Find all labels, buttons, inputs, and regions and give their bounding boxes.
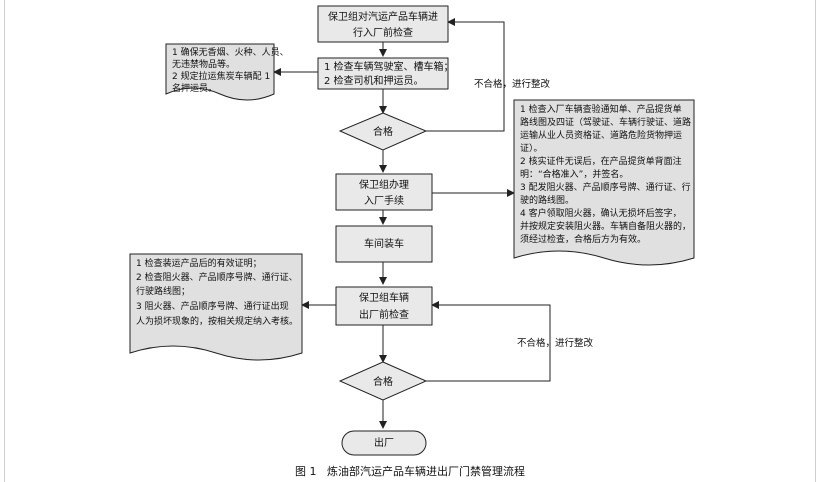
node-entry-inspection-line1: 保卫组对汽运产品车辆进	[328, 10, 438, 23]
node-workshop-loading-label: 车间装车	[364, 237, 404, 250]
figure-frame	[4, 0, 816, 482]
note-admission-line1: 1 检查入厂车辆查验通知单、产品提货单	[520, 103, 682, 115]
rectify-loop-2	[426, 301, 551, 382]
terminator-exit-label: 出厂	[374, 436, 394, 449]
note-exit-line4: 3 阻火器、产品顺序号牌、通行证出现	[136, 300, 289, 312]
note-admission-line2: 路线图及四证（驾驶证、车辆行驶证、道路	[520, 116, 691, 128]
note-exit-line1: 1 检查装运产品后的有效证明；	[136, 257, 262, 269]
terminator-exit: 出厂	[341, 430, 427, 456]
node-entry-inspection: 保卫组对汽运产品车辆进 行入厂前检查	[317, 5, 449, 43]
node-admission-line1: 保卫组办理	[359, 178, 409, 191]
decision-pass-2-label: 合格	[373, 375, 393, 388]
note-entry-line3: 2 规定拉运焦炭车辆配 1	[172, 70, 270, 82]
decision-pass-1-label: 合格	[373, 125, 393, 138]
figure-caption: 图 1 炼油部汽运产品车辆进出厂门禁管理流程	[295, 465, 525, 478]
node-check-cab-line1: 1 检查车辆驾驶室、槽车箱；	[324, 60, 454, 73]
node-check-cab-line2: 2 检查司机和押运员。	[324, 74, 424, 87]
note-entry-line1: 1 确保无香烟、火种、人员、	[172, 46, 289, 58]
node-workshop-loading: 车间装车	[335, 225, 433, 263]
note-admission-line11: 须经过检查，合格后方为有效。	[520, 233, 646, 245]
note-entry-line4: 名押运员。	[172, 82, 217, 94]
note-exit-line3: 行驶路线图；	[136, 285, 190, 297]
note-admission-line4: 证）。	[520, 143, 543, 154]
node-check-cab: 1 检查车辆驾驶室、槽车箱； 2 检查司机和押运员。	[317, 57, 454, 90]
note-admission-line10: 并按规定安装阻火器。车辆自备阻火器的，	[520, 220, 691, 232]
note-admission-line7: 3 配发阻火器、产品顺序号牌、通行证、行	[520, 181, 691, 193]
note-admission-line8: 驶的路线图。	[520, 194, 574, 206]
node-exit-inspection-line2: 出厂前检查	[359, 308, 409, 321]
note-admission-line5: 2 核实证件无误后，在产品提货单背面注	[520, 155, 682, 167]
edge-label-rectify-1: 不合格，进行整改	[474, 78, 551, 90]
note-admission-line3: 运输从业人员资格证、道路危险货物押运	[520, 129, 682, 141]
note-entry-line2: 无违禁物品等。	[172, 58, 235, 70]
node-exit-inspection: 保卫组车辆 出厂前检查	[335, 286, 433, 326]
rectify-loop-1	[426, 18, 505, 132]
edge-label-rectify-2: 不合格，进行整改	[517, 337, 594, 349]
note-exit-line2: 2 检查阻火器、产品顺序号牌、通行证、	[136, 271, 298, 283]
note-admission-line6: 明：“合格准入”，并签名。	[520, 168, 628, 180]
node-exit-inspection-line1: 保卫组车辆	[359, 291, 409, 304]
decision-pass-1: 合格	[338, 112, 428, 151]
note-exit-checks: 1 检查装运产品后的有效证明； 2 检查阻火器、产品顺序号牌、通行证、 行驶路线…	[129, 253, 303, 361]
node-admission-line2: 入厂手续	[364, 194, 404, 207]
note-admission-line9: 4 客户领取阻火器，确认无损坏后签字，	[520, 207, 682, 219]
node-entry-inspection-line2: 行入厂前检查	[353, 26, 413, 39]
note-admission-details: 1 检查入厂车辆查验通知单、产品提货单 路线图及四证（驾驶证、车辆行驶证、道路 …	[513, 99, 695, 266]
node-admission-procedure: 保卫组办理 入厂手续	[335, 173, 433, 211]
note-exit-line5: 人为损坏现象的，按相关规定纳入考核。	[136, 315, 298, 327]
note-entry-requirements: 1 确保无香烟、火种、人员、 无违禁物品等。 2 规定拉运焦炭车辆配 1 名押运…	[165, 43, 289, 101]
decision-pass-2: 合格	[338, 361, 428, 401]
